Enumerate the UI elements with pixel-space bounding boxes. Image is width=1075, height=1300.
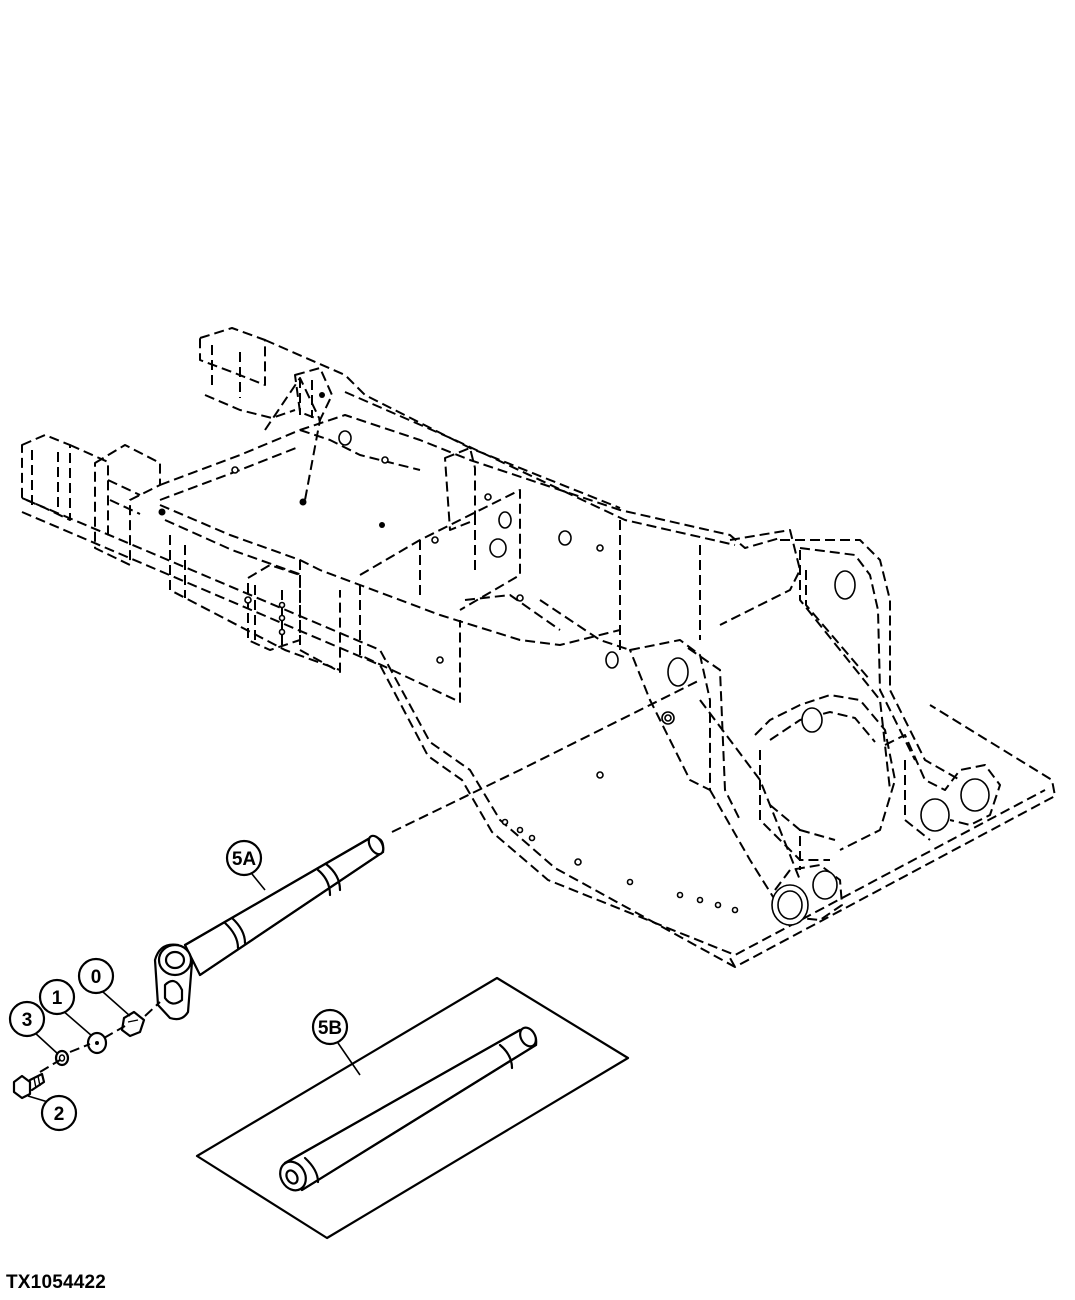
pin-5b	[279, 1026, 538, 1192]
callout-0: 0	[77, 957, 131, 1017]
hardware-parts	[12, 1001, 161, 1100]
callout-5a-label: 5A	[232, 849, 257, 870]
callout-0-label: 0	[91, 967, 102, 988]
loader-frame	[21, 327, 1056, 968]
callout-1-label: 1	[52, 988, 63, 1009]
callout-5b-label: 5B	[318, 1018, 342, 1039]
callout-3: 3	[8, 1000, 59, 1055]
callout-2-label: 2	[54, 1104, 65, 1125]
pin-5b-box	[195, 976, 630, 1240]
callout-1: 1	[38, 978, 93, 1037]
callout-2: 2	[27, 1094, 78, 1132]
figure-id: TX1054422	[6, 1272, 107, 1293]
pin-5a	[153, 834, 385, 1021]
callout-3-label: 3	[22, 1010, 33, 1031]
callout-5a: 5A	[225, 839, 266, 891]
callout-5b: 5B	[311, 1008, 361, 1076]
